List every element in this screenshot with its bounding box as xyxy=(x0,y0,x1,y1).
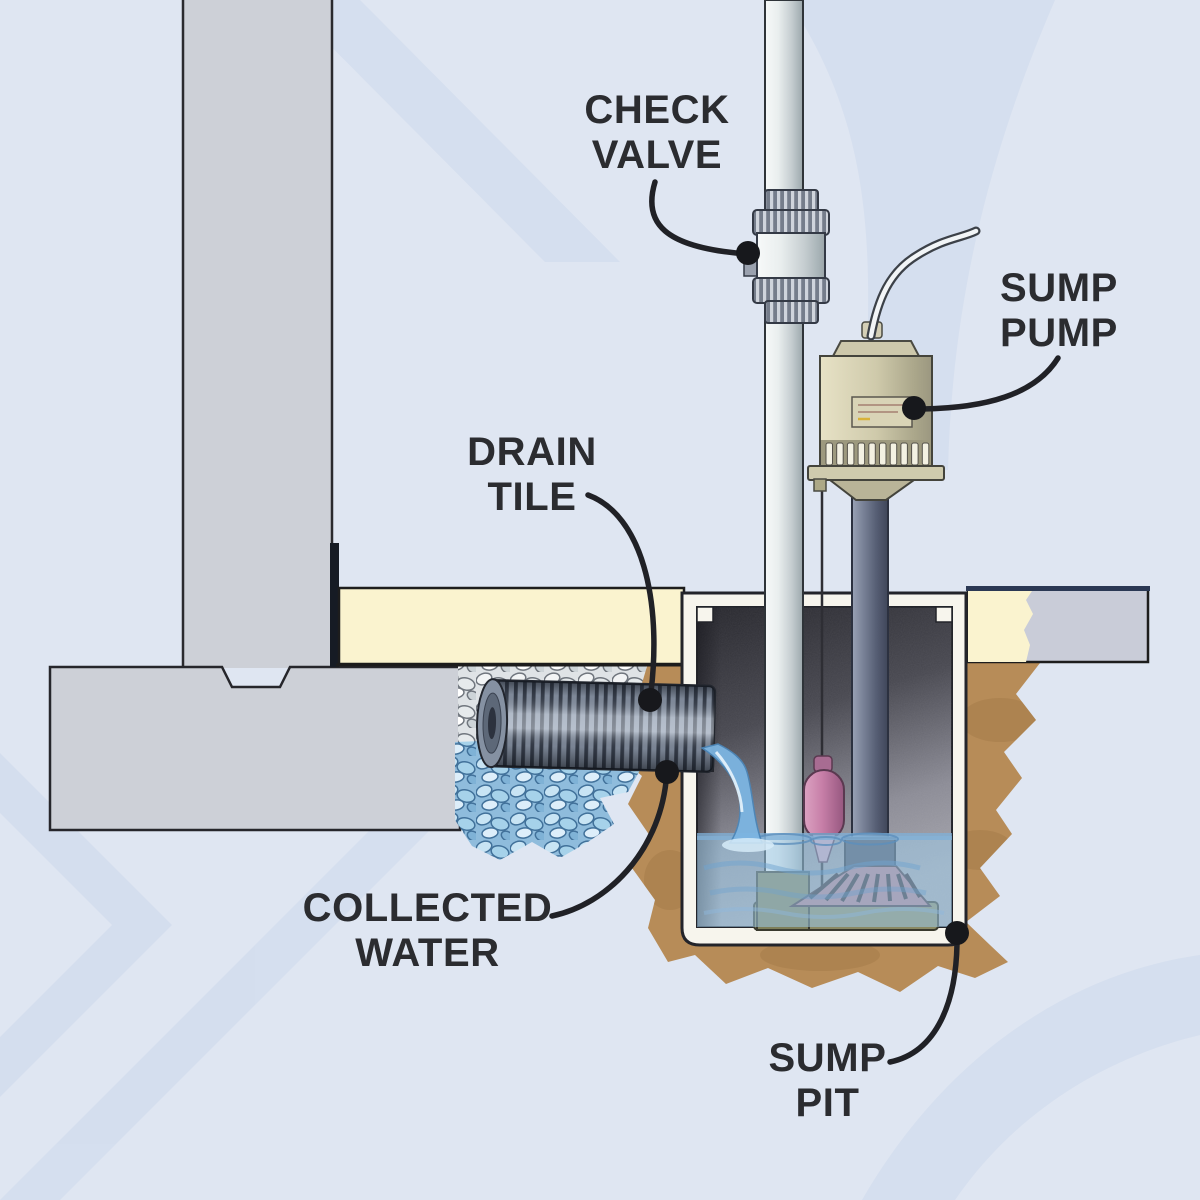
drain-tile-pipe xyxy=(475,678,717,774)
pump-column-pipe xyxy=(851,497,889,871)
label-check-valve: CHECK VALVE xyxy=(584,88,730,177)
dot-sump-pit xyxy=(945,921,969,945)
leader-sump-pump xyxy=(919,355,1061,412)
floor-slab-right xyxy=(966,586,1150,664)
pump-label-plate xyxy=(851,396,913,428)
expansion-joint xyxy=(330,543,339,667)
discharge-pipe xyxy=(764,0,804,885)
label-sump-pump: SUMP PUMP xyxy=(1000,266,1118,355)
check-valve xyxy=(743,189,830,324)
callout-dots xyxy=(638,241,969,945)
leader-drain-tile xyxy=(585,492,657,695)
label-sump-pit: SUMP PIT xyxy=(768,1036,887,1125)
leader-collected-water xyxy=(549,779,669,919)
basement-wall xyxy=(181,0,334,668)
power-cord xyxy=(866,226,981,341)
dot-collected-water xyxy=(655,760,679,784)
water-stream xyxy=(700,743,774,852)
dot-drain-tile xyxy=(638,688,662,712)
label-collected-water: COLLECTED WATER xyxy=(302,886,553,975)
label-drain-tile: DRAIN TILE xyxy=(467,430,597,519)
wall-footing xyxy=(48,665,462,832)
callout-leaders xyxy=(549,179,1061,1065)
leader-sump-pit xyxy=(887,941,960,1065)
floor-slab-left xyxy=(336,586,686,667)
leader-check-valve xyxy=(649,179,739,256)
dot-check-valve xyxy=(736,241,760,265)
dot-sump-pump xyxy=(902,396,926,420)
